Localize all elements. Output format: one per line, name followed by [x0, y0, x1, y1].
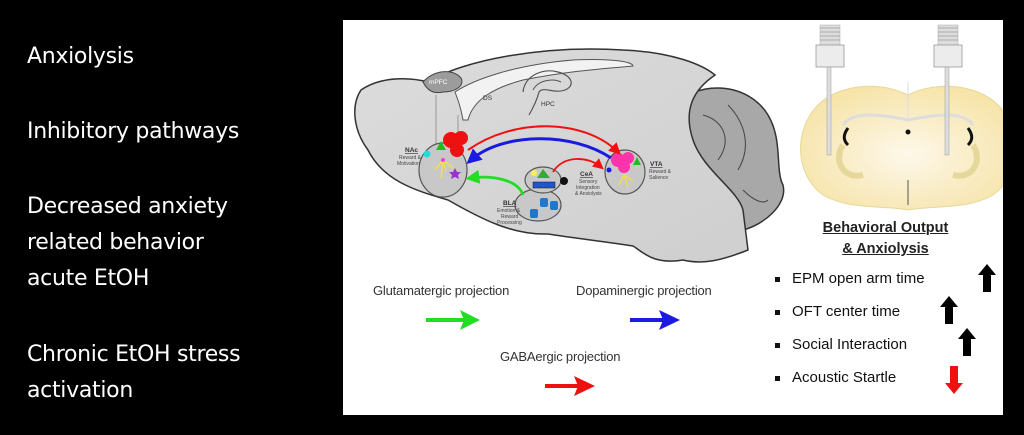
vta-region [604, 149, 646, 195]
arrow-up-icon [958, 328, 976, 356]
legend-glutamatergic-label: Glutamatergic projection [373, 283, 510, 298]
behavior-item-label: Social Interaction [792, 336, 908, 353]
brain-diagram: mPFC DS HPC NAc Reward & Motivation [354, 24, 1003, 396]
behavior-item-startle: Acoustic Startle [775, 369, 896, 386]
bullet-icon [775, 375, 780, 381]
coronal-section-with-cannulae [800, 24, 1003, 211]
nac-desc: Reward & [399, 155, 422, 161]
nac-region [418, 131, 468, 198]
ds-label: DS [483, 95, 493, 102]
sagittal-brain-outline [354, 48, 749, 263]
bullet-chronic-etoh: Chronic EtOH stress activation [27, 340, 241, 405]
bullet-anxiolysis: Anxiolysis [27, 42, 134, 71]
bullet-decreased-anxiety: Decreased anxiety related behavior acute… [27, 192, 228, 293]
bullet-inhibitory-pathways: Inhibitory pathways [27, 117, 239, 146]
text-line: acute EtOH [27, 266, 150, 291]
legend-glutamatergic-arrow [426, 310, 480, 330]
figure-panel: mPFC DS HPC NAc Reward & Motivation [343, 20, 1003, 415]
behavior-title-line: & Anxiolysis [842, 241, 929, 257]
vta-desc: Salience [649, 175, 668, 181]
cea-desc: Integration [576, 185, 600, 191]
bullet-icon [775, 309, 780, 315]
vta-desc: Reward & [649, 169, 672, 175]
behavior-item-epm: EPM open arm time [775, 270, 925, 287]
hpc-label: HPC [541, 101, 555, 108]
vta-label: VTA [650, 161, 663, 168]
behavior-title: Behavioral Output & Anxiolysis [803, 218, 968, 260]
glutamate-projection-bla-to-nac [465, 169, 525, 196]
behavior-item-label: OFT center time [792, 303, 901, 320]
behavior-title-line: Behavioral Output [822, 220, 949, 236]
text-line: Anxiolysis [27, 44, 134, 69]
bla-desc: Reward [501, 214, 518, 220]
legend-dopaminergic-label: Dopaminergic projection [576, 283, 712, 298]
nac-desc: Motivation [397, 161, 420, 167]
hpc-region [522, 70, 572, 116]
text-line: related behavior [27, 230, 204, 255]
bullet-icon [775, 342, 780, 348]
bla-label: BLA [503, 200, 517, 207]
behavior-item-social: Social Interaction [775, 336, 907, 353]
behavior-item-label: Acoustic Startle [792, 369, 897, 386]
arrow-up-icon [978, 264, 996, 292]
gaba-projection-cea-to-vta [552, 158, 604, 173]
text-line: Decreased anxiety [27, 194, 228, 219]
cea-desc: Sensory [579, 179, 598, 185]
nac-label: NAc [405, 147, 418, 154]
arrow-down-icon [945, 366, 963, 394]
text-line: activation [27, 378, 133, 403]
cea-label: CeA [580, 171, 593, 178]
behavior-item-label: EPM open arm time [792, 270, 925, 287]
cea-desc: & Anxiolysis [575, 191, 602, 197]
legend-dopaminergic-arrow [630, 310, 680, 330]
legend-gabaergic-label: GABAergic projection [500, 349, 621, 364]
gaba-projection-nac-to-vta [467, 125, 621, 155]
cea-region [524, 166, 568, 194]
arrow-up-icon [940, 296, 958, 324]
mpfc-region [422, 71, 463, 94]
mpfc-label: mPFC [429, 79, 448, 86]
text-line: Chronic EtOH stress [27, 342, 241, 367]
text-line: Inhibitory pathways [27, 119, 239, 144]
bla-desc: Processing [497, 220, 522, 226]
legend-gabaergic-arrow [545, 376, 595, 396]
bla-desc: Emotion & [497, 208, 521, 214]
behavior-item-oft: OFT center time [775, 303, 900, 320]
dopamine-projection-vta-to-nac [466, 137, 612, 164]
bullet-icon [775, 276, 780, 282]
